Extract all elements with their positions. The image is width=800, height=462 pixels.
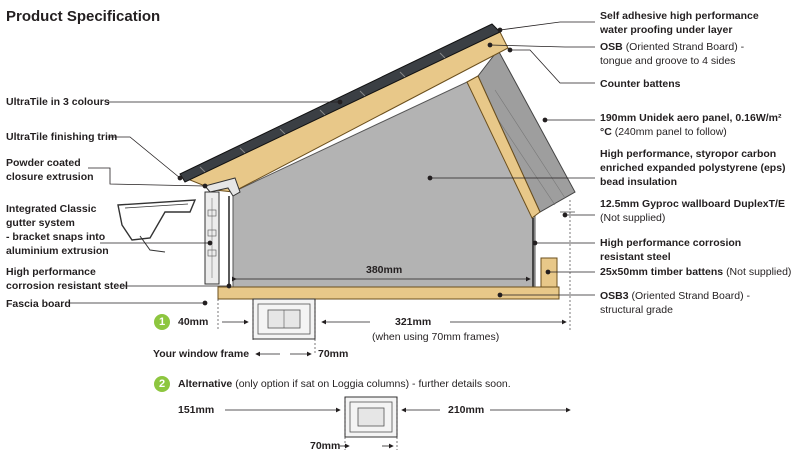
osb3-label-bold: OSB3 [600,290,629,302]
timber-label-bold: 25x50mm timber battens [600,266,724,278]
panel-label-rest: (240mm panel to follow) [614,126,727,138]
ultratile-label: UltraTile in 3 colours [6,96,110,108]
steel-label-2: corrosion resistant steel [6,280,128,292]
option-2-badge: 2 [154,376,170,392]
eps-insulation [232,81,536,288]
corrosion-steel-label-1: High performance corrosion [600,237,742,249]
gutter-label-1: Integrated Classic [6,203,97,215]
osb3-base [217,286,560,300]
osb-label-rest: (Oriented Strand Board) - [625,41,745,53]
corrosion-steel-label-2: resistant steel [600,251,671,263]
osb-label-bold: OSB [600,41,623,53]
membrane-label-1: Self adhesive high performance [600,10,759,22]
option-2-frame-dimension: 70mm [310,440,341,452]
option-1-left-dimension: 40mm [178,316,209,328]
timber-label-rest: (Not supplied) [726,266,792,278]
gyproc-label-2: (Not supplied) [600,212,666,224]
inner-width-dimension: 380mm [366,264,403,276]
alternative-bold: Alternative [178,378,233,390]
gutter-label-3: - bracket snaps into [6,231,106,243]
alternative-rest: (only option if sat on Loggia columns) -… [235,378,511,390]
osb-label-2: tongue and groove to 4 sides [600,55,736,67]
osb3-label-2: structural grade [600,304,673,316]
window-frame-label: Your window frame [153,348,250,360]
fascia-label: Fascia board [6,298,71,310]
panel-label-2: °C (240mm panel to follow) [600,125,727,139]
steel-label-1: High performance [6,266,96,278]
osb3-label-rest: (Oriented Strand Board) - [631,290,750,302]
classic-gutter [117,199,197,241]
option-2-left-dimension: 151mm [178,404,215,416]
eps-label-3: bead insulation [600,176,678,188]
gyproc-label-1: 12.5mm Gyproc wallboard DuplexT/E [600,198,785,210]
window-frame-1 [252,298,316,340]
option-1-right-dimension: 321mm [395,316,432,328]
option-1-note: (when using 70mm frames) [372,331,500,343]
membrane-label-2: water proofing under layer [600,24,733,36]
panel-label-bold: °C [600,126,612,138]
timber-label: 25x50mm timber battens (Not supplied) [600,265,791,279]
closure-label-2: closure extrusion [6,171,94,183]
eps-label-2: enriched expanded polystyrene (eps) [600,162,786,174]
window-frame-2 [344,396,398,438]
closure-label-1: Powder coated [6,157,81,169]
panel-label-1: 190mm Unidek aero panel, 0.16W/m² [600,112,782,124]
eps-label-1: High performance, styropor carbon [600,148,777,160]
option-2-right-dimension: 210mm [448,404,485,416]
option-1-badge: 1 [154,314,170,330]
osb3-label-1: OSB3 (Oriented Strand Board) - [600,289,750,303]
counter-batten [466,75,541,219]
page-title: Product Specification [6,8,161,25]
gutter-label-4: aluminium extrusion [6,245,109,257]
osb-label-1: OSB (Oriented Strand Board) - [600,40,744,54]
alternative-note: Alternative (only option if sat on Loggi… [178,378,511,390]
gutter-label-2: gutter system [6,217,75,229]
option-1-frame-dimension: 70mm [318,348,349,360]
finishing-trim-label: UltraTile finishing trim [6,131,118,143]
battens-label: Counter battens [600,78,681,90]
